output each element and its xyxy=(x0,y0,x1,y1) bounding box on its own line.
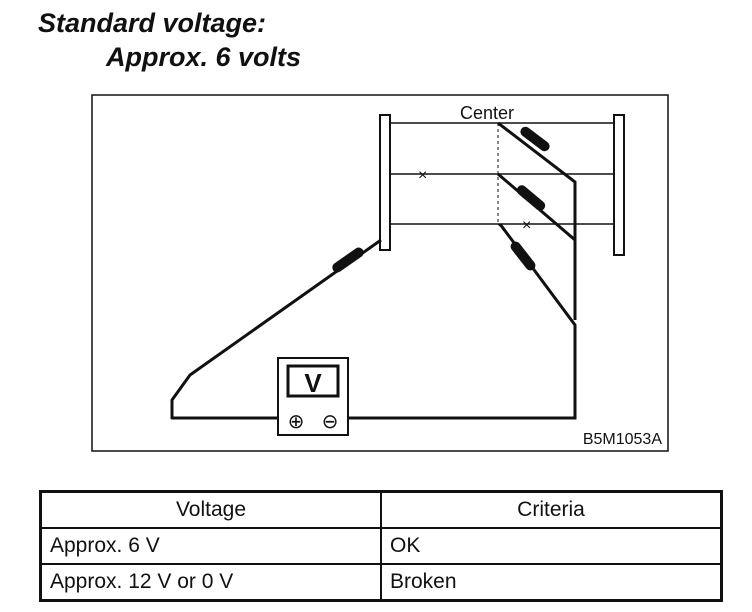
voltage-criteria-table: Voltage Criteria Approx. 6 V OK Approx. … xyxy=(39,490,723,602)
break-mark: × xyxy=(522,217,531,234)
probe-lead-top xyxy=(497,121,577,250)
left-terminal-bar xyxy=(379,114,391,251)
plus-terminal-icon: ⊕ xyxy=(288,409,305,433)
heading-line-1: Standard voltage: xyxy=(38,8,267,38)
center-label: Center xyxy=(460,103,514,123)
probe-lead-bottom xyxy=(498,223,577,415)
table-header-row: Voltage Criteria xyxy=(39,490,723,529)
probe-lead-right xyxy=(345,415,577,420)
right-terminal-bar xyxy=(613,114,625,256)
table-cell: Broken xyxy=(380,563,723,602)
voltage-test-diagram: Center × × V ⊕ ⊖ B5M1053A xyxy=(91,94,669,452)
probe-handle xyxy=(332,247,364,273)
voltmeter-label: V xyxy=(304,368,322,398)
probe-lead-left xyxy=(170,238,382,420)
figure-code: B5M1053A xyxy=(583,431,662,448)
column-header-voltage: Voltage xyxy=(39,490,382,529)
probe-handle xyxy=(516,185,546,211)
table-cell: Approx. 6 V xyxy=(39,527,382,565)
table-cell: OK xyxy=(380,527,723,565)
figure-frame xyxy=(91,94,669,452)
break-mark: × xyxy=(418,167,427,184)
table-cell: Approx. 12 V or 0 V xyxy=(39,563,382,602)
minus-terminal-icon: ⊖ xyxy=(322,409,339,433)
probe-handle xyxy=(520,126,550,152)
voltmeter-display xyxy=(286,364,340,398)
column-header-criteria: Criteria xyxy=(380,490,723,529)
heading-line-2: Approx. 6 volts xyxy=(106,42,302,72)
standard-voltage-heading: Standard voltage: Approx. 6 volts xyxy=(38,6,301,74)
table-row: Approx. 12 V or 0 V Broken xyxy=(39,563,723,602)
table-row: Approx. 6 V OK xyxy=(39,527,723,565)
probe-handle xyxy=(510,241,536,271)
probe-lead-middle xyxy=(497,172,577,320)
